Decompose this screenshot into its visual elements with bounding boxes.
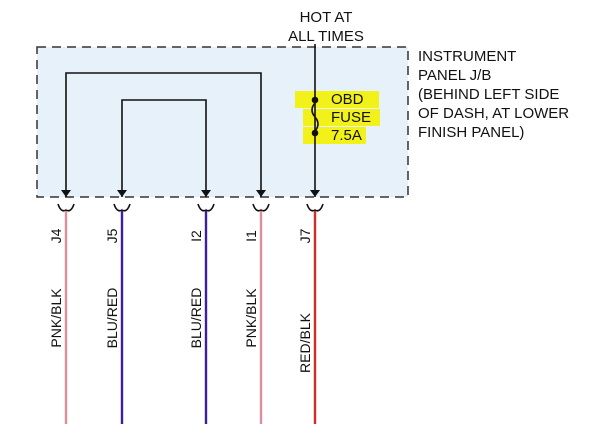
fuse-symbol: [311, 96, 319, 137]
junction-box-label-line1: INSTRUMENT: [418, 48, 516, 65]
pin-label-i2: I2: [188, 230, 204, 242]
pin-arrow-j7: [310, 190, 320, 197]
connector-terminals: [57, 203, 324, 212]
terminal-j7: [306, 203, 324, 212]
terminal-j4: [57, 203, 75, 212]
fuse-highlight-fuse: [303, 109, 380, 126]
fuse-label-name: OBD: [331, 91, 364, 108]
fuse-highlight-obd: [295, 91, 379, 108]
fuse-terminal-bottom: [311, 129, 319, 137]
wire-label-j4: PNK/BLK: [48, 288, 64, 348]
wire-label-i2: BLU/RED: [188, 288, 204, 349]
fuse-highlight-rating: [303, 127, 366, 144]
fuse-label-rating: 7.5A: [331, 127, 362, 144]
junction-box-label-line5: FINISH PANEL): [418, 124, 524, 141]
internal-link-j4-i1: [65, 72, 262, 197]
pin-arrows: [61, 190, 320, 197]
wire-label-i1: PNK/BLK: [243, 288, 259, 348]
wire-label-j7: RED/BLK: [297, 312, 313, 373]
internal-link-j5-i2: [121, 99, 207, 197]
fuse-element: [311, 102, 319, 132]
terminal-i1: [252, 203, 270, 212]
source-label-line1: HOT AT: [300, 9, 353, 26]
fuse-terminal-top: [311, 96, 319, 104]
pin-arrow-j4: [61, 190, 71, 197]
pin-label-i1: I1: [243, 230, 259, 242]
source-label-line2: ALL TIMES: [288, 28, 364, 45]
terminal-j5: [113, 203, 131, 212]
pin-arrow-j5: [117, 190, 127, 197]
wire-label-j5: BLU/RED: [104, 288, 120, 349]
junction-box-label-line2: PANEL J/B: [418, 67, 491, 84]
terminal-i2: [197, 203, 215, 212]
junction-box-label-line4: OF DASH, AT LOWER: [418, 105, 569, 122]
pin-arrow-i1: [256, 190, 266, 197]
pin-label-j7: J7: [297, 228, 313, 243]
fuse-label-type: FUSE: [331, 109, 371, 126]
junction-box-label-line3: (BEHIND LEFT SIDE: [418, 86, 559, 103]
pin-label-j4: J4: [48, 228, 64, 243]
pin-arrow-i2: [201, 190, 211, 197]
pin-label-j5: J5: [104, 228, 120, 243]
